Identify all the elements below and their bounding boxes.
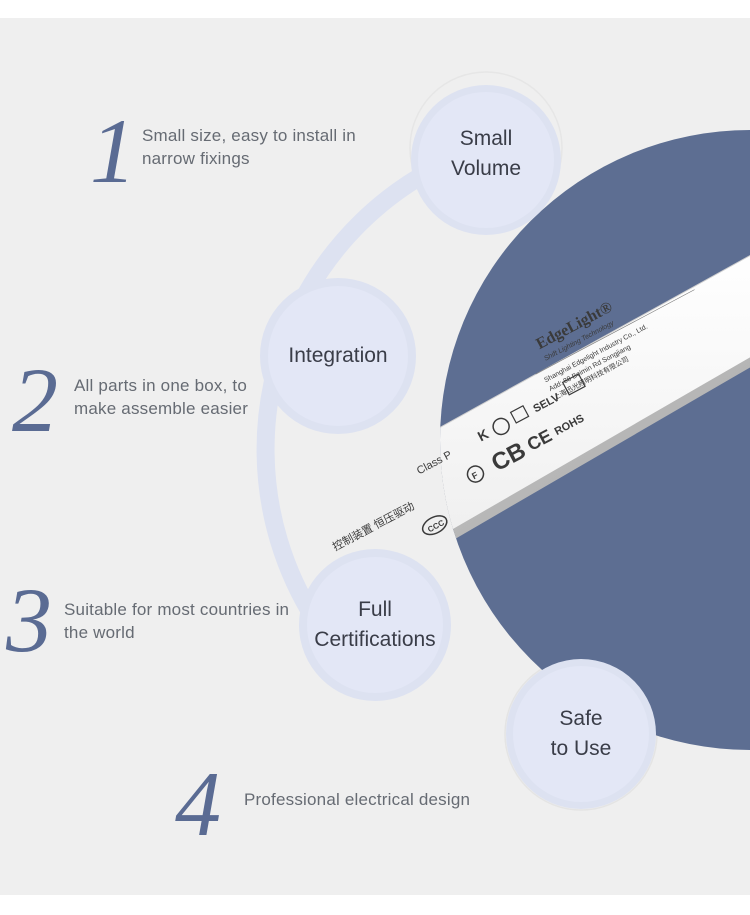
bubble-3	[299, 549, 451, 701]
svg-text:CCC: CCC	[426, 518, 446, 534]
svg-text:F: F	[470, 470, 480, 482]
feature-number-2: 2	[12, 349, 58, 451]
bubble-label-small-volume: Small Volume	[450, 127, 522, 180]
feature-description-2: All parts in one box, to make assemble e…	[74, 376, 249, 418]
bubble-label-integration: Integration	[288, 344, 388, 367]
feature-description-3: Suitable for most countries in the world	[64, 600, 290, 642]
top-border	[0, 0, 750, 18]
feature-description-1: Small size, easy to install in narrow fi…	[142, 126, 356, 168]
feature-number-4: 4	[175, 753, 221, 855]
bubble-label-safe-to-use: Safe to Use	[550, 707, 612, 760]
feature-number-1: 1	[90, 100, 136, 202]
bottom-border	[0, 895, 750, 915]
bubble-1	[411, 85, 561, 235]
svg-text:控制装置 恒压驱动: 控制装置 恒压驱动	[330, 499, 417, 554]
bubble-label-full-certifications: Full Certifications	[314, 598, 436, 651]
feature-number-3: 3	[6, 569, 52, 671]
bubble-4	[506, 659, 656, 809]
feature-description-4: Professional electrical design	[244, 790, 471, 809]
bubble-2	[260, 278, 416, 434]
